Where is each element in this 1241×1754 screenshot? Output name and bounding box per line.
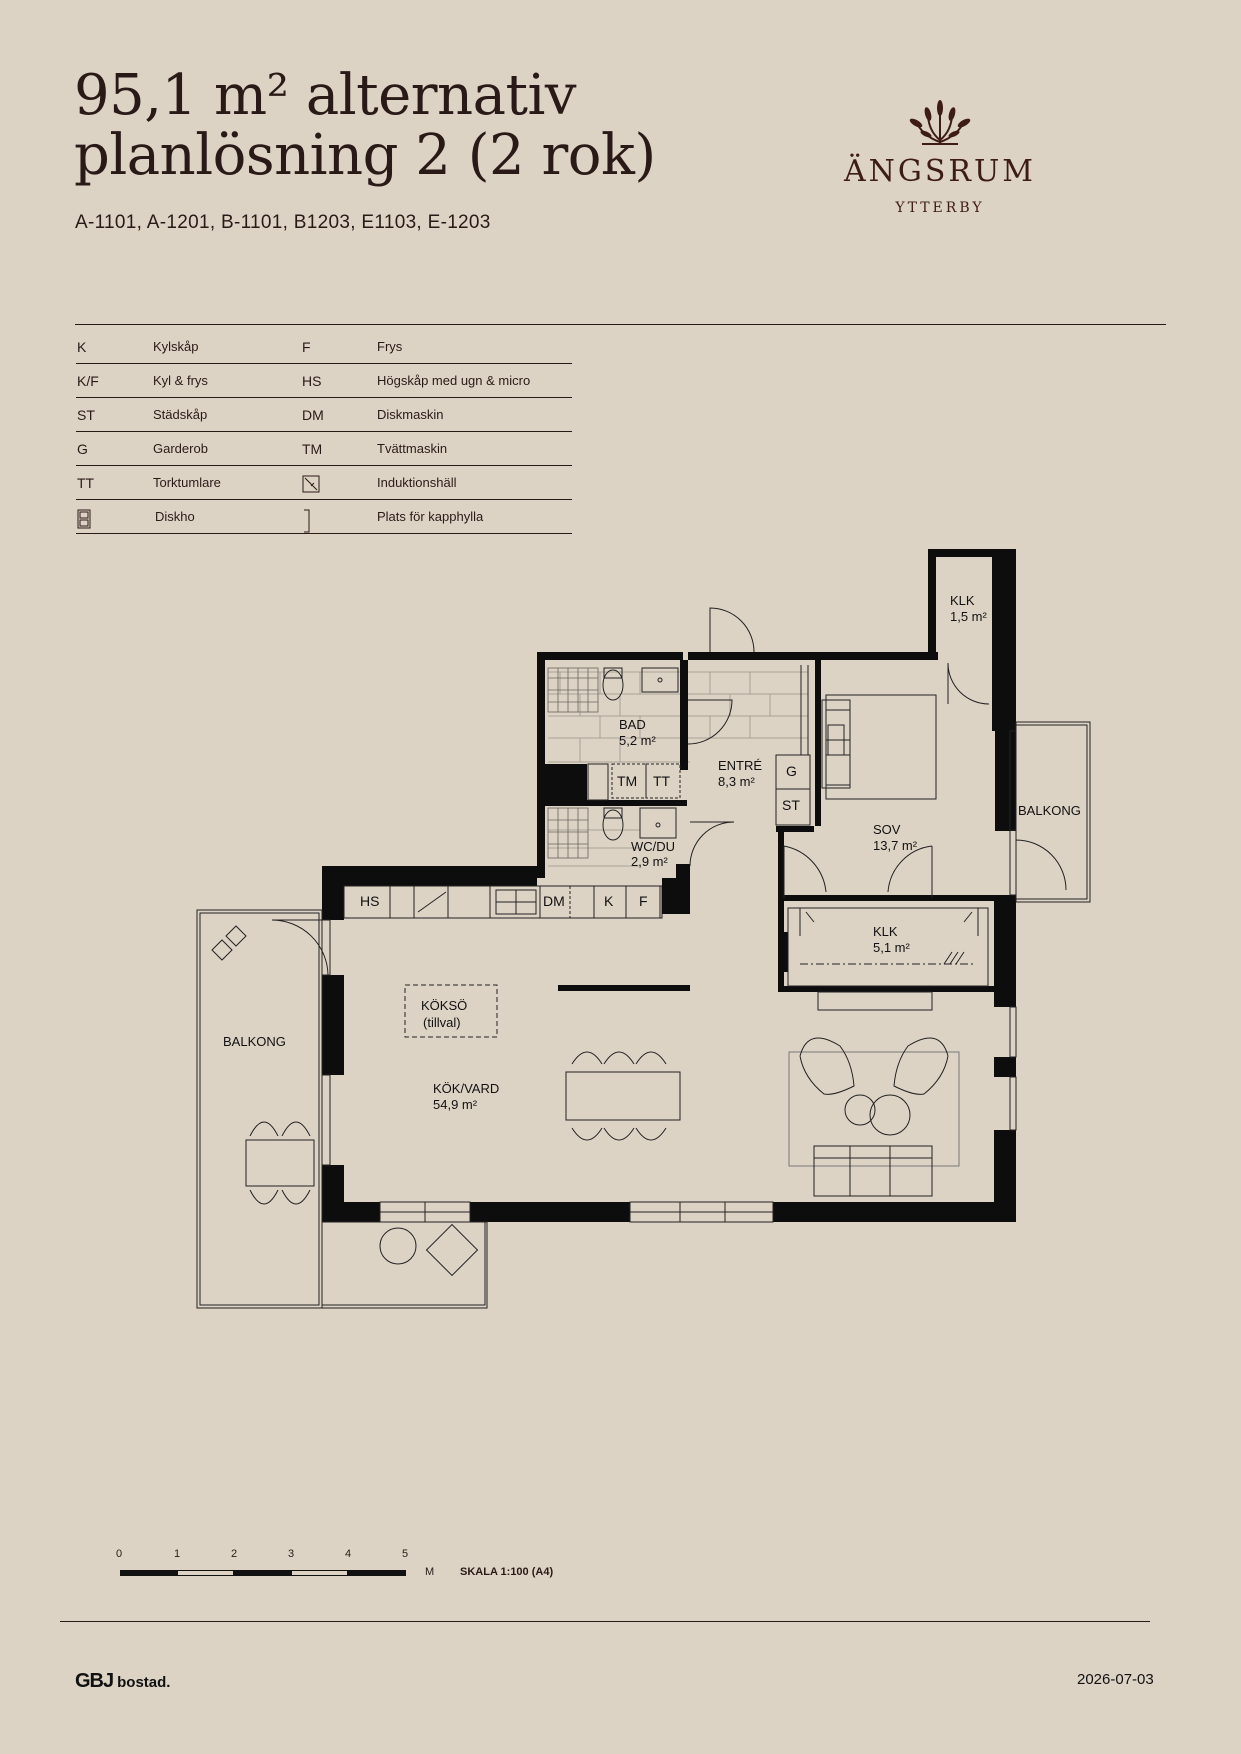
room-area-bad: 5,2 m²: [619, 733, 657, 748]
sink-icon: [77, 509, 91, 532]
legend-label: Högskåp med ugn & micro: [377, 373, 531, 388]
legend-code: HS: [302, 373, 322, 389]
kitchen-counter: [343, 885, 663, 919]
legend-code: TM: [302, 441, 323, 457]
angsrum-logo: ÄNGSRUM YTTERBY: [840, 96, 1040, 221]
legend-label: Plats för kapphylla: [377, 509, 484, 524]
legend-label: Städskåp: [153, 407, 208, 422]
scale-bar: 0 1 2 3 4 5 M SKALA 1:100 (A4): [116, 1548, 596, 1588]
fixture-hs: HS: [360, 893, 379, 909]
wheat-sprig-icon: [909, 100, 971, 145]
legend-label: Torktumlare: [153, 475, 221, 490]
document-date: 2026-07-03: [1077, 1671, 1154, 1688]
page-title: 95,1 m² alternativ planlösning 2 (2 rok): [74, 66, 656, 186]
balcony-label-right: BALKONG: [1018, 803, 1081, 818]
coat-rack-icon: [302, 509, 312, 536]
scale-tick: 5: [402, 1548, 409, 1560]
legend-label: Garderob: [153, 441, 208, 456]
legend-label: Diskho: [155, 509, 195, 524]
legend-table: K Kylskåp F Frys K/F Kyl & frys HS Högsk…: [76, 330, 572, 534]
induction-hob-icon: [302, 475, 320, 496]
laundry-units: [611, 763, 681, 799]
room-area-entre: 8,3 m²: [718, 774, 756, 789]
legend-code: DM: [302, 407, 324, 423]
fixture-g: G: [786, 763, 797, 779]
fixture-f: F: [639, 893, 648, 909]
title-line-1: 95,1 m² alternativ: [74, 63, 577, 128]
sanitary-fixtures: [602, 667, 679, 841]
fixture-st: ST: [782, 797, 800, 813]
footer-divider: [60, 1621, 1150, 1622]
room-name-entre: ENTRÉ: [718, 758, 762, 773]
balcony-label-left: BALKONG: [223, 1034, 286, 1049]
entry-cabinets: [775, 665, 811, 826]
kitchen-island-note: (tillval): [423, 1015, 461, 1030]
fixture-k: K: [604, 893, 614, 909]
room-name-sov: SOV: [873, 822, 901, 837]
legend-row: Diskho Plats för kapphylla: [76, 500, 572, 534]
room-name-klk-small: KLK: [950, 593, 975, 608]
scale-tick: 1: [174, 1548, 181, 1560]
room-area-klk-large: 5,1 m²: [873, 940, 911, 955]
legend-label: Frys: [377, 339, 403, 354]
floor-plan: KLK 1,5 m² BAD 5,2 m² ENTRÉ 8,3 m² WC/DU…: [196, 549, 1091, 1309]
scale-tick: 3: [288, 1548, 295, 1560]
dining-table: [565, 1051, 681, 1141]
room-name-wc: WC/DU: [631, 839, 675, 854]
title-line-2: planlösning 2 (2 rok): [74, 123, 656, 188]
legend-label: Diskmaskin: [377, 407, 444, 422]
legend-row: G Garderob TM Tvättmaskin: [76, 432, 572, 466]
legend-label: Kylskåp: [153, 339, 199, 354]
legend-label: Kyl & frys: [153, 373, 208, 388]
legend-code: K: [77, 339, 87, 355]
kitchen-island-label: KÖKSÖ: [421, 998, 467, 1013]
legend-code: K/F: [77, 373, 99, 389]
legend-row: K/F Kyl & frys HS Högskåp med ugn & micr…: [76, 364, 572, 398]
brand-sub: bostad.: [117, 1674, 171, 1691]
balcony-furniture: [211, 925, 479, 1277]
balconies: [196, 721, 1091, 1309]
room-name-bad: BAD: [619, 717, 646, 732]
apartment-list: A-1101, A-1201, B-1101, B1203, E1103, E-…: [75, 212, 491, 233]
legend-code: F: [302, 339, 311, 355]
legend-label: Tvättmaskin: [377, 441, 448, 456]
legend-row: K Kylskåp F Frys: [76, 330, 572, 364]
logo-name: ÄNGSRUM: [843, 154, 1037, 189]
doors: [271, 607, 1067, 976]
room-name-kok-vard: KÖK/VARD: [433, 1081, 499, 1096]
brand: GBJ: [75, 1670, 114, 1692]
legend-label: Induktionshäll: [377, 475, 457, 490]
legend-code: ST: [77, 407, 95, 423]
bed: [821, 694, 937, 800]
scale-tick: 4: [345, 1548, 352, 1560]
living-room-furniture: [788, 1037, 960, 1197]
legend-row: ST Städskåp DM Diskmaskin: [76, 398, 572, 432]
scale-tick: 0: [116, 1548, 123, 1560]
legend-code: TT: [77, 475, 95, 491]
header-divider: [75, 324, 1166, 325]
fixture-dm: DM: [543, 893, 565, 909]
room-area-klk-small: 1,5 m²: [950, 609, 988, 624]
fixture-tm: TM: [617, 773, 637, 789]
walk-in-closet-rails: [787, 907, 989, 1011]
room-area-kok-vard: 54,9 m²: [433, 1097, 478, 1112]
scale-tick: 2: [231, 1548, 238, 1560]
legend-row: TT Torktumlare Induktionshäll: [76, 466, 572, 500]
room-name-klk-large: KLK: [873, 924, 898, 939]
fixture-tt: TT: [653, 773, 671, 789]
legend-code: G: [77, 441, 88, 457]
scale-unit: M: [425, 1566, 435, 1578]
logo-subtitle: YTTERBY: [895, 200, 985, 216]
scale-label: SKALA 1:100 (A4): [460, 1566, 554, 1578]
room-area-wc: 2,9 m²: [631, 854, 669, 869]
room-area-sov: 13,7 m²: [873, 838, 918, 853]
